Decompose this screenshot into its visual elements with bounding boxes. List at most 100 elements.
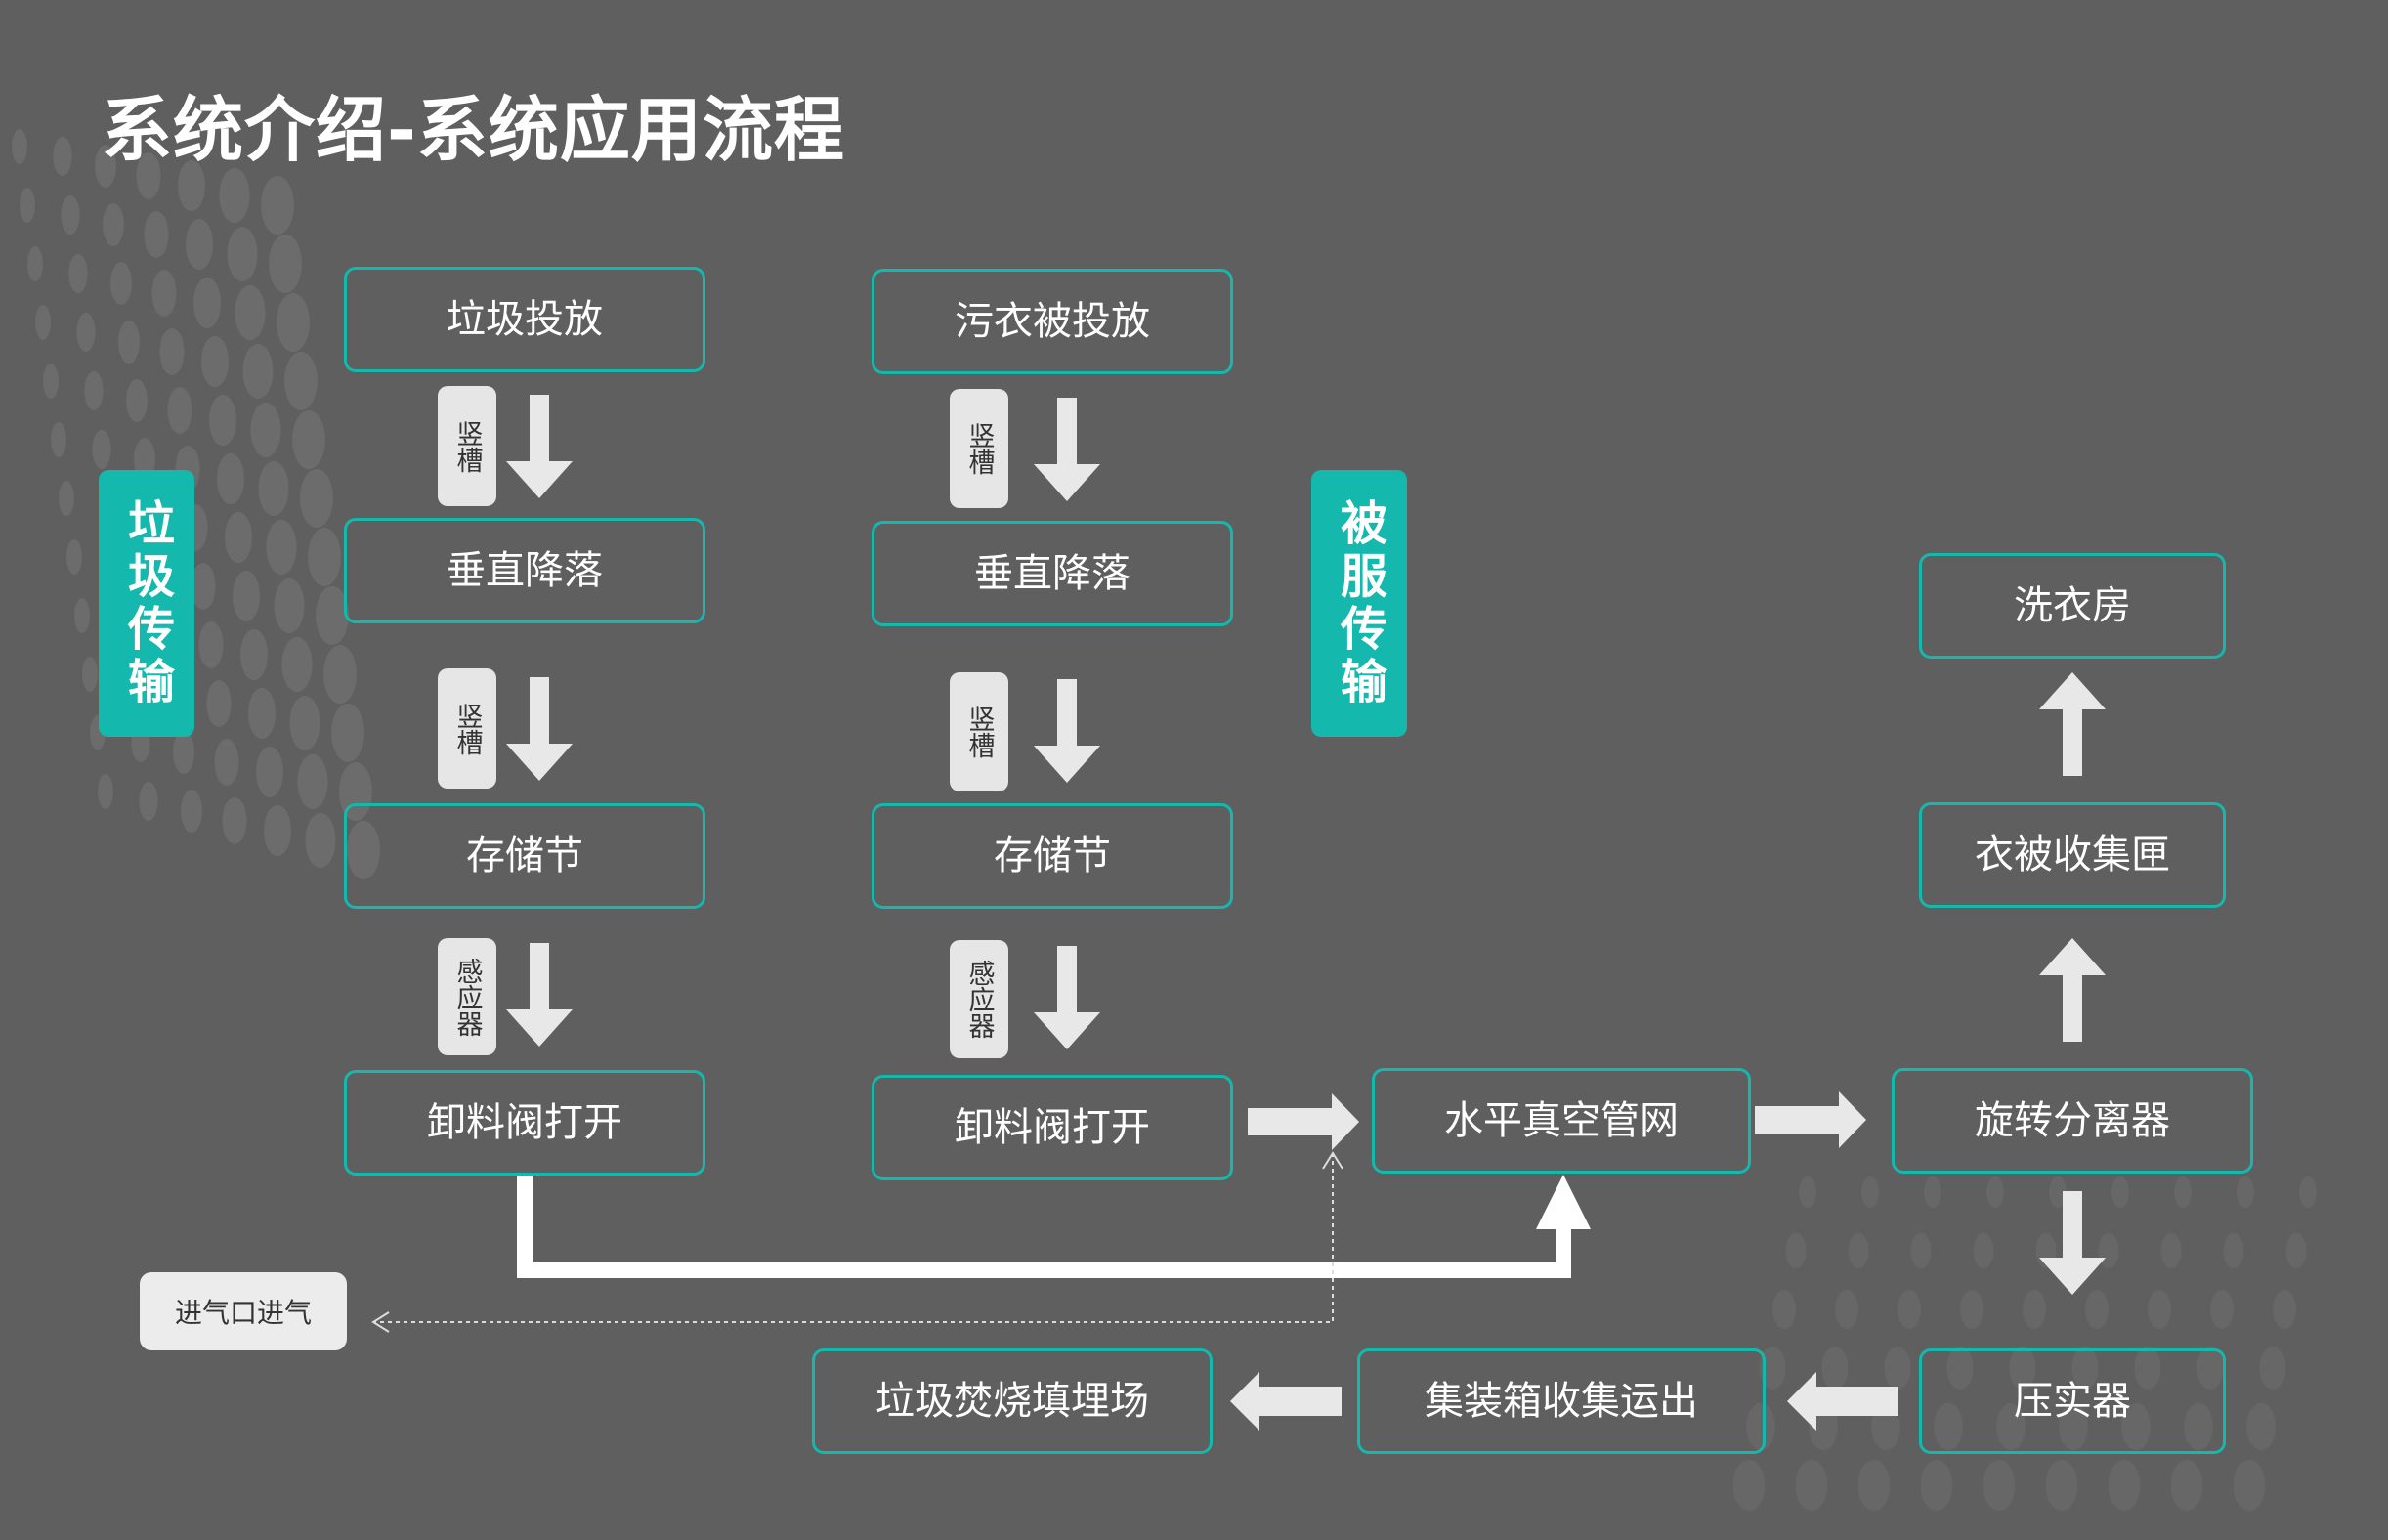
- background-dot: [186, 219, 213, 270]
- background-dot: [227, 227, 258, 281]
- linen-fall-node: 垂直降落: [872, 521, 1233, 626]
- background-dot: [139, 782, 158, 821]
- background-dot: [269, 235, 302, 293]
- flow-arrow-up: [2039, 672, 2106, 776]
- background-dot: [2246, 1403, 2276, 1450]
- background-dot: [284, 352, 318, 410]
- background-dot: [2134, 1347, 2161, 1390]
- background-dot: [347, 821, 380, 879]
- background-dot: [1910, 1233, 1932, 1268]
- background-dot: [98, 774, 113, 809]
- background-dot: [2059, 1403, 2088, 1450]
- background-dot: [2045, 1460, 2078, 1511]
- flow-arrow-left: [1230, 1372, 1342, 1431]
- page-title: 系统介绍-系统应用流程: [102, 89, 845, 171]
- background-dot: [1772, 1290, 1796, 1329]
- sensor-tag: 感应器: [438, 938, 496, 1055]
- flow-arrow-left: [1787, 1372, 1898, 1431]
- background-dot: [250, 403, 281, 457]
- background-dot: [1884, 1347, 1911, 1390]
- background-dot: [20, 188, 35, 223]
- background-dot: [1848, 1233, 1869, 1268]
- background-dot: [1924, 1176, 1941, 1208]
- flow-arrow-down: [1034, 946, 1100, 1049]
- air-return-dotted-line: [375, 1153, 1334, 1323]
- background-dot: [233, 571, 260, 621]
- background-dot: [118, 321, 140, 364]
- background-dot: [198, 621, 224, 668]
- background-dot: [136, 152, 161, 199]
- background-dot: [27, 246, 43, 281]
- background-dot: [82, 657, 98, 692]
- background-dot: [2259, 1347, 2286, 1390]
- background-dot: [159, 328, 185, 375]
- background-dot: [1946, 1347, 1974, 1390]
- background-dot: [95, 145, 116, 188]
- laundry-node: 洗衣房: [1919, 553, 2226, 659]
- background-dot: [1857, 1460, 1891, 1511]
- linen-valve-node: 卸料阀打开: [872, 1075, 1233, 1180]
- flow-arrow-up: [2039, 938, 2106, 1042]
- background-dot: [316, 586, 349, 645]
- background-dot: [76, 313, 96, 352]
- background-dot: [2233, 1460, 2266, 1511]
- background-dot: [2184, 1403, 2213, 1450]
- background-dot: [103, 203, 124, 246]
- compactor-node: 压实器: [1919, 1348, 2226, 1454]
- linen-transfer-label: 被服传输: [1311, 470, 1407, 737]
- sensor-tag: 感应器: [950, 940, 1008, 1058]
- background-dot: [53, 137, 72, 176]
- background-dot: [1934, 1403, 1963, 1450]
- garbage-valve-node: 卸料阀打开: [344, 1070, 705, 1176]
- background-dot: [266, 520, 297, 575]
- background-dot: [1986, 1176, 2004, 1208]
- background-dot: [242, 344, 274, 399]
- vacuum-network-node: 水平真空管网: [1372, 1068, 1751, 1174]
- background-dot: [1920, 1460, 1953, 1511]
- background-dot: [2148, 1290, 2171, 1329]
- background-dot: [323, 645, 357, 704]
- garbage-transfer-label: 垃圾传输: [99, 470, 194, 737]
- background-dot: [2285, 1233, 2307, 1268]
- background-dot: [51, 422, 66, 457]
- garbage-fall-node: 垂直降落: [344, 518, 705, 623]
- background-dot: [2009, 1347, 2036, 1390]
- background-dot: [1835, 1290, 1858, 1329]
- background-dot: [1746, 1403, 1775, 1450]
- background-dot: [2071, 1347, 2099, 1390]
- background-dot: [225, 512, 252, 563]
- background-dot: [201, 336, 229, 387]
- air-arrow-head-up: [1322, 1151, 1343, 1170]
- background-dot: [1996, 1403, 2026, 1450]
- background-dot: [331, 704, 364, 762]
- background-dot: [2111, 1176, 2129, 1208]
- background-dot: [1861, 1176, 1879, 1208]
- background-dot: [2273, 1290, 2296, 1329]
- background-dot: [281, 637, 313, 692]
- background-dot: [2210, 1290, 2234, 1329]
- background-dot: [300, 469, 333, 528]
- background-dot: [264, 805, 291, 856]
- background-dot: [1799, 1176, 1816, 1208]
- background-dot: [2170, 1460, 2203, 1511]
- background-dot: [35, 305, 51, 340]
- background-dot: [68, 254, 88, 293]
- background-dot: [209, 395, 236, 446]
- background-dot: [2174, 1176, 2192, 1208]
- flow-arrow-right: [1248, 1093, 1359, 1150]
- background-dot: [2108, 1460, 2141, 1511]
- background-dot: [173, 731, 194, 774]
- background-dot: [2237, 1176, 2254, 1208]
- background-dot: [308, 528, 341, 586]
- background-dot: [1960, 1290, 1983, 1329]
- background-dot: [256, 747, 283, 797]
- background-dot: [1785, 1233, 1807, 1268]
- background-dot: [1821, 1347, 1849, 1390]
- background-dot: [43, 364, 59, 399]
- background-dot: [193, 278, 221, 328]
- background-dot: [219, 168, 250, 223]
- disposal-node: 垃圾焚烧填埋场: [812, 1348, 1213, 1454]
- flow-arrow-right: [1755, 1091, 1866, 1148]
- background-dot: [289, 696, 320, 750]
- background-dot: [1973, 1233, 1994, 1268]
